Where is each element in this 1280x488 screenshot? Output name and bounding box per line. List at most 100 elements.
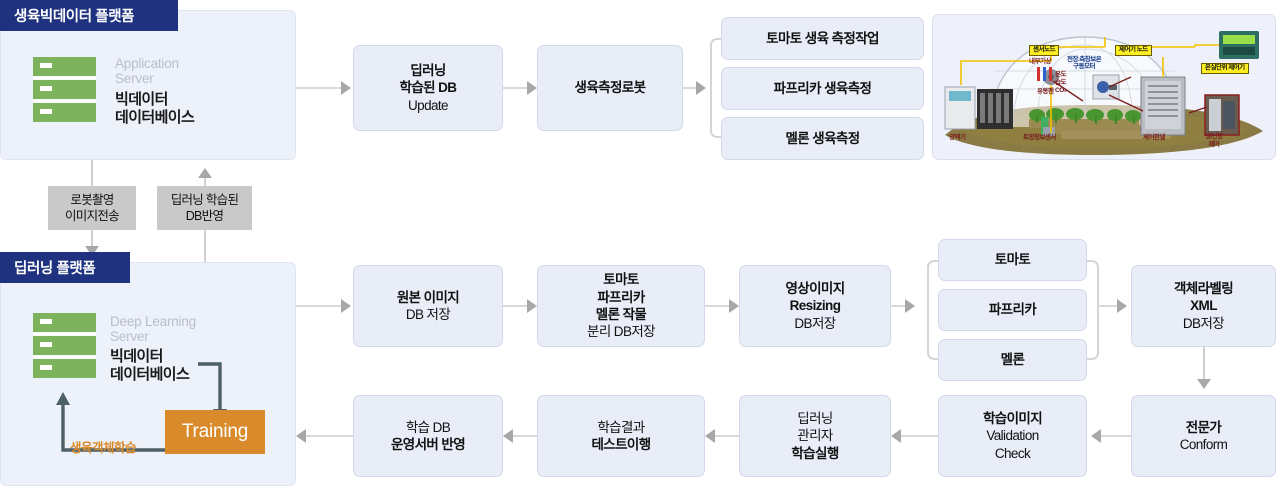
box-original-image-line-1: 원본 이미지	[396, 289, 460, 305]
box-crop-tomato-label: 토마토	[994, 252, 1031, 268]
connector-dlupdate-to-robot	[503, 87, 531, 89]
arrow-right-to-crop-branch	[905, 299, 915, 313]
box-object-labeling-content: 객체라벨링 XML DB저장	[1168, 280, 1239, 332]
box-deep-learning-db-update[interactable]: 딥러닝 학습된 DB Update	[353, 45, 503, 131]
arrow-up-to-bigdata	[198, 168, 212, 178]
greenhouse-tag-greenhouse-unit-controller: 온실단위 제어기	[1201, 63, 1249, 74]
branch-bracket-crop-left	[927, 260, 939, 360]
connector-deeplearning-to-original-image	[296, 305, 344, 307]
deeplearning-server-subtitle: Deep Learning Server	[110, 314, 196, 344]
panel-bigdata-platform-title-text: 생육빅데이터 플랫폼	[14, 9, 135, 25]
connector-testresult-to-trainingdb	[511, 435, 537, 437]
connector-cropsplit-to-resizing	[705, 305, 733, 307]
box-tomato-task-label: 토마토 생육 측정작업	[766, 30, 879, 46]
box-manager-line-1: 딥러닝	[797, 411, 833, 427]
connector-manager-to-testresult	[713, 435, 739, 437]
connector-note-robot-to-deeplearning	[91, 230, 93, 248]
box-object-labeling-xml[interactable]: 객체라벨링 XML DB저장	[1131, 265, 1276, 347]
box-melon-growth-measure[interactable]: 멜론 생육측정	[721, 117, 924, 160]
server-rack-icon	[33, 57, 96, 122]
box-crop-split-line-1: 토마토	[603, 272, 639, 288]
greenhouse-label-hvac-control: 냉/난방 제어	[1205, 133, 1223, 148]
box-crop-split-db-store[interactable]: 토마토 파프리카 멜론 작물 분리 DB저장	[537, 265, 705, 347]
greenhouse-label-roof-motor: 천장.측창보온 구동모터	[1067, 56, 1102, 70]
box-training-db-apply-operation-server[interactable]: 학습 DB 운영서버 반영	[353, 395, 503, 477]
training-block-label: Training	[181, 421, 249, 442]
connector-bigdata-to-dlupdate	[296, 87, 344, 89]
box-growth-robot-line-1: 생육측정로봇	[574, 80, 647, 96]
box-crop-paprika[interactable]: 파프리카	[938, 289, 1087, 331]
connector-expert-to-validation	[1099, 435, 1131, 437]
branch-bracket-crop-right	[1087, 260, 1099, 360]
box-image-resizing-db-store[interactable]: 영상이미지 Resizing DB저장	[739, 265, 891, 347]
bigdata-server-subtitle: Application Server	[115, 56, 179, 86]
box-original-image-db-store[interactable]: 원본 이미지 DB 저장	[353, 265, 503, 347]
greenhouse-tag-controller-node: 제어기 노드	[1115, 45, 1152, 56]
box-validation-line-1: 학습이미지	[982, 411, 1043, 427]
box-testresult-content: 학습결과 테스트이행	[585, 419, 656, 454]
note-robot-capture: 로봇촬영 이미지전송	[48, 186, 136, 230]
box-crop-melon-content: 멜론	[995, 351, 1031, 368]
box-manager-line-2: 관리자	[797, 428, 833, 444]
branch-bracket-top	[710, 38, 722, 138]
box-original-image-line-2: DB 저장	[405, 307, 451, 322]
box-paprika-measure-content: 파프리카 생육측정	[768, 80, 878, 97]
box-dlupdate-line-1: 딥러닝	[410, 63, 446, 79]
box-crop-tomato-content: 토마토	[989, 251, 1036, 268]
box-crop-melon[interactable]: 멜론	[938, 339, 1087, 381]
box-expert-conform-content: 전문가 Conform	[1174, 419, 1234, 454]
box-labeling-line-2: XML	[1190, 298, 1217, 314]
box-crop-tomato[interactable]: 토마토	[938, 239, 1087, 281]
panel-deeplearning-platform-title-text: 딥러닝 플랫폼	[14, 261, 96, 277]
box-resizing-line-1: 영상이미지	[785, 281, 845, 297]
box-expert-conform[interactable]: 전문가 Conform	[1131, 395, 1276, 477]
note-db-reflect-text: 딥러닝 학습된 DB반영	[170, 193, 239, 223]
box-testresult-line-2: 테스트이행	[591, 437, 651, 452]
connector-robot-to-branch	[683, 87, 698, 89]
box-validation-content: 학습이미지 Validation Check	[977, 410, 1048, 462]
box-crop-split-line-3: 멜론 작물	[595, 307, 647, 322]
arrow-right-to-resizing	[729, 299, 739, 313]
arrow-left-to-deeplearning-panel	[296, 429, 306, 443]
box-trainingdb-content: 학습 DB 운영서버 반영	[385, 419, 471, 454]
box-crop-paprika-label: 파프리카	[988, 302, 1037, 318]
box-growth-measure-robot[interactable]: 생육측정로봇	[537, 45, 683, 131]
box-trainingdb-line-2: 운영서버 반영	[390, 437, 466, 452]
greenhouse-label-internal-weather: 내부기상	[1029, 58, 1051, 65]
box-dlupdate-line-2: 학습된 DB	[399, 80, 458, 96]
connector-bigdata-to-note-robot	[91, 160, 93, 186]
box-tomato-growth-measure-task[interactable]: 토마토 생육 측정작업	[721, 17, 924, 60]
box-testresult-line-1: 학습결과	[597, 419, 645, 435]
box-image-resizing-content: 영상이미지 Resizing DB저장	[779, 280, 850, 332]
box-dlupdate-line-3: Update	[408, 97, 449, 113]
box-crop-melon-label: 멜론	[1000, 352, 1025, 368]
box-crop-split-line-2: 파프리카	[597, 289, 645, 305]
box-tomato-task-content: 토마토 생육 측정작업	[760, 30, 885, 47]
box-training-image-validation-check[interactable]: 학습이미지 Validation Check	[938, 395, 1087, 477]
box-deep-learning-manager-run[interactable]: 딥러닝 관리자 학습실행	[739, 395, 891, 477]
box-validation-line-3: Check	[994, 445, 1031, 461]
box-deep-learning-db-update-content: 딥러닝 학습된 DB Update	[394, 62, 463, 114]
server-rack-icon-deeplearning	[33, 313, 96, 378]
arrow-right-to-labeling	[1117, 299, 1127, 313]
box-training-result-test[interactable]: 학습결과 테스트이행	[537, 395, 705, 477]
box-trainingdb-line-1: 학습 DB	[405, 419, 451, 435]
arrow-right-to-dlupdate	[341, 81, 351, 95]
greenhouse-label-control-panel: 제어판넬	[1143, 134, 1165, 141]
arrow-left-to-testresult	[705, 429, 715, 443]
note-robot-capture-text: 로봇촬영 이미지전송	[64, 193, 120, 223]
arrow-right-to-original-image	[341, 299, 351, 313]
bigdata-server-title: 빅데이터 데이터베이스	[115, 91, 195, 126]
connector-labeling-to-expert	[1203, 347, 1205, 379]
box-melon-measure-label: 멜론 생육측정	[785, 130, 860, 146]
training-block[interactable]: Training	[165, 410, 265, 454]
connector-resizing-to-cropbranch	[891, 305, 907, 307]
arrow-right-to-top-branch	[696, 81, 706, 95]
connector-trainingdb-to-deeplearning	[304, 435, 353, 437]
panel-bigdata-platform-title: 생육빅데이터 플랫폼	[0, 0, 178, 31]
box-melon-measure-content: 멜론 생육측정	[779, 130, 865, 147]
box-crop-split-content: 토마토 파프리카 멜론 작물 분리 DB저장	[581, 271, 661, 340]
box-manager-content: 딥러닝 관리자 학습실행	[785, 410, 844, 462]
box-paprika-growth-measure[interactable]: 파프리카 생육측정	[721, 67, 924, 110]
